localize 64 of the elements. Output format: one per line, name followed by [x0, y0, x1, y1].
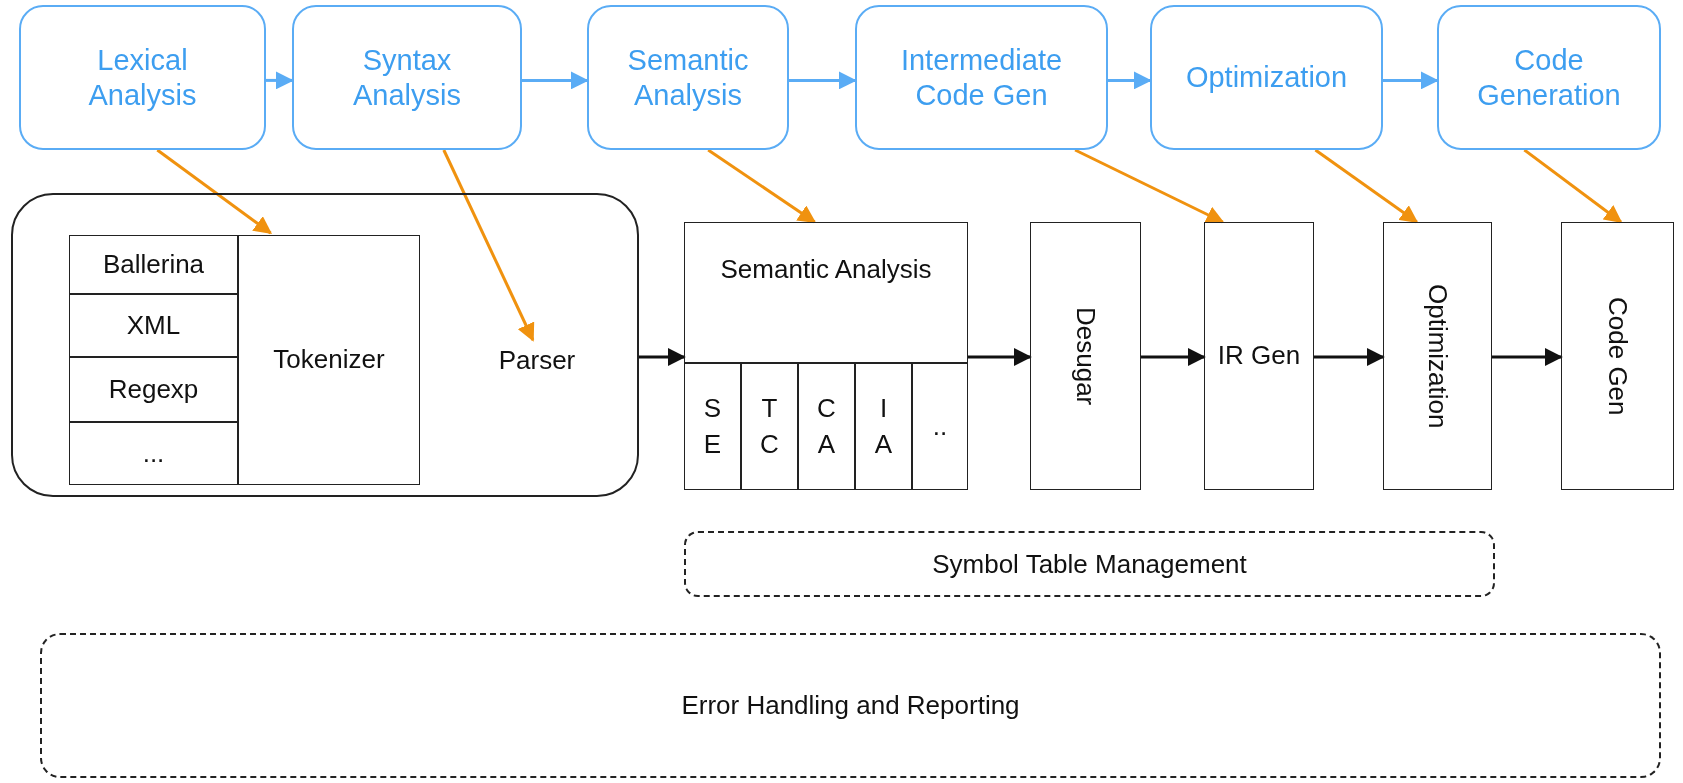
node-text: ... — [141, 436, 166, 470]
arrow — [639, 348, 686, 366]
node-text: Optimization — [1185, 60, 1348, 95]
node-text: Semantic Analysis — [626, 42, 750, 113]
process-box — [69, 357, 238, 422]
dashed-box — [40, 633, 1661, 778]
arrow — [266, 71, 294, 90]
arrow — [968, 348, 1032, 366]
dashed-box — [684, 531, 1495, 597]
arrow — [1523, 148, 1623, 224]
node-text: Semantic Analysis — [720, 253, 932, 286]
node-text: Code Generation — [1476, 42, 1622, 113]
phase-box — [19, 5, 266, 150]
arrow — [707, 148, 817, 224]
node-text: Parser — [498, 344, 576, 376]
node-text: Tokenizer — [272, 343, 386, 377]
node-text: .. — [931, 409, 949, 443]
node-text: Symbol Table Management — [932, 548, 1247, 580]
process-box — [69, 235, 238, 294]
node-text: Error Handling and Reporting — [681, 690, 1020, 721]
arrow — [1314, 348, 1385, 366]
node-text: S E — [702, 392, 723, 461]
node-text: Regexp — [107, 372, 200, 406]
node-text: C A — [816, 392, 837, 461]
node-text: Intermediate Code Gen — [899, 42, 1064, 113]
process-box — [1561, 222, 1674, 490]
phase-box — [1150, 5, 1383, 150]
node-text: Code Gen — [1602, 296, 1633, 416]
process-box — [1204, 222, 1314, 490]
process-box — [1030, 222, 1141, 490]
process-box — [684, 363, 741, 490]
node-text: Lexical Analysis — [87, 42, 198, 113]
process-box — [684, 222, 968, 363]
node-text: I A — [873, 392, 894, 461]
arrow — [1074, 148, 1225, 224]
node-text: Syntax Analysis — [352, 42, 462, 113]
phase-box — [292, 5, 522, 150]
process-box — [69, 294, 238, 357]
arrow — [1141, 348, 1206, 366]
process-box — [855, 363, 912, 490]
node-text: Optimization — [1422, 283, 1453, 429]
node-text: T C — [759, 392, 780, 461]
arrow — [442, 149, 535, 342]
process-box — [798, 363, 855, 490]
group-container — [11, 193, 639, 497]
phase-box — [587, 5, 789, 150]
arrow — [789, 71, 857, 90]
node-text: XML — [125, 308, 182, 342]
process-box — [741, 363, 798, 490]
process-box — [238, 235, 420, 485]
process-box — [1383, 222, 1492, 490]
arrow — [1492, 348, 1563, 366]
node-text: Desugar — [1070, 306, 1101, 406]
node-text: IR Gen — [1216, 339, 1302, 373]
phase-box — [1437, 5, 1661, 150]
process-box — [69, 422, 238, 485]
arrow — [156, 148, 273, 235]
phase-box — [855, 5, 1108, 150]
node-text: Ballerina — [101, 247, 206, 281]
arrow — [1314, 148, 1419, 224]
process-box — [912, 363, 968, 490]
arrow — [1108, 71, 1152, 90]
arrow — [1383, 71, 1439, 90]
arrow — [522, 71, 589, 90]
